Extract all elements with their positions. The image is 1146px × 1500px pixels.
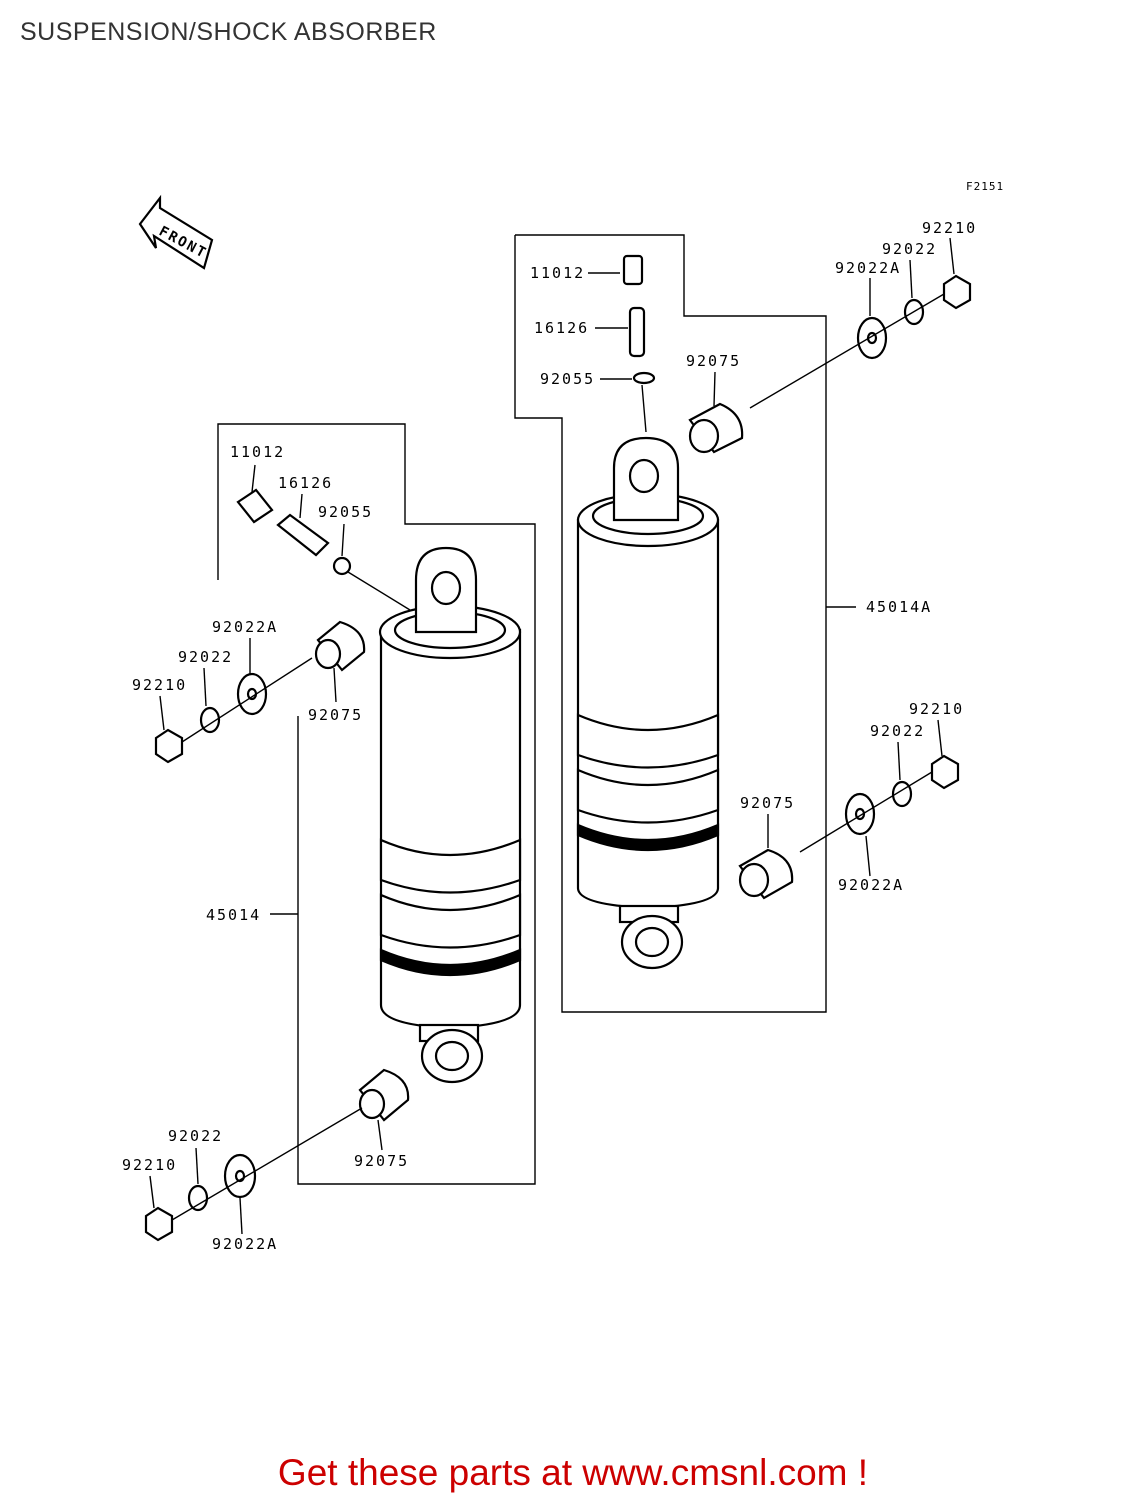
label-nut-left-upper: 92210 bbox=[132, 676, 187, 694]
label-washer-left-lower: 92022 bbox=[168, 1127, 223, 1145]
nut-right-lower[interactable] bbox=[930, 754, 960, 790]
nut-left-lower[interactable] bbox=[144, 1206, 174, 1242]
label-o-ring-left: 92055 bbox=[318, 503, 373, 521]
label-o-ring-right: 92055 bbox=[540, 370, 595, 388]
nut-left-upper[interactable] bbox=[154, 728, 184, 764]
washer-a-left-upper[interactable] bbox=[236, 672, 268, 716]
label-valve-cap-right: 11012 bbox=[530, 264, 585, 282]
washer-a-right-lower[interactable] bbox=[844, 792, 876, 836]
label-collar-right-upper: 92075 bbox=[686, 352, 741, 370]
bracket-left bbox=[217, 423, 536, 1185]
page-title: SUSPENSION/SHOCK ABSORBER bbox=[20, 18, 437, 46]
shock-absorber-right[interactable] bbox=[576, 436, 720, 970]
label-nut-right-upper: 92210 bbox=[922, 219, 977, 237]
valve-left[interactable] bbox=[276, 513, 330, 557]
figure-code: F2151 bbox=[966, 180, 1004, 193]
collar-left-lower[interactable] bbox=[358, 1068, 410, 1122]
nut-right-upper[interactable] bbox=[942, 274, 972, 310]
label-shock-left: 45014 bbox=[206, 906, 261, 924]
label-collar-left-upper: 92075 bbox=[308, 706, 363, 724]
label-washer-a-left-lower: 92022A bbox=[212, 1235, 278, 1253]
label-washer-a-right-upper: 92022A bbox=[835, 259, 901, 277]
valve-cap-right[interactable] bbox=[622, 254, 644, 286]
o-ring-left[interactable] bbox=[332, 556, 411, 611]
bracket-right bbox=[514, 234, 856, 1013]
washer-a-left-lower[interactable] bbox=[223, 1153, 257, 1199]
label-nut-left-lower: 92210 bbox=[122, 1156, 177, 1174]
shock-absorber-left[interactable] bbox=[378, 546, 522, 1084]
washer-left-lower[interactable] bbox=[187, 1184, 209, 1212]
label-washer-right-upper: 92022 bbox=[882, 240, 937, 258]
label-valve-cap-left: 11012 bbox=[230, 443, 285, 461]
leader-lines bbox=[149, 237, 955, 1235]
collar-right-upper[interactable] bbox=[688, 402, 744, 454]
parts-callout-link[interactable]: Get these parts at www.cmsnl.com ! bbox=[277, 1452, 869, 1493]
collar-left-upper[interactable] bbox=[314, 620, 366, 672]
washer-a-right-upper[interactable] bbox=[856, 316, 888, 360]
label-nut-right-lower: 92210 bbox=[909, 700, 964, 718]
label-washer-a-left-upper: 92022A bbox=[212, 618, 278, 636]
label-shock-right: 45014A bbox=[866, 598, 932, 616]
label-collar-left-lower: 92075 bbox=[354, 1152, 409, 1170]
label-washer-a-right-lower: 92022A bbox=[838, 876, 904, 894]
label-valve-right: 16126 bbox=[534, 319, 589, 337]
valve-right[interactable] bbox=[628, 306, 646, 358]
label-collar-right-lower: 92075 bbox=[740, 794, 795, 812]
part-labels: 11012 16126 92055 92022A 92022 92210 920… bbox=[122, 219, 977, 1253]
o-ring-right[interactable] bbox=[632, 371, 656, 433]
label-washer-right-lower: 92022 bbox=[870, 722, 925, 740]
front-arrow-icon: FRONT bbox=[138, 194, 214, 270]
label-washer-left-upper: 92022 bbox=[178, 648, 233, 666]
valve-cap-left[interactable] bbox=[236, 488, 274, 524]
label-valve-left: 16126 bbox=[278, 474, 333, 492]
collar-right-lower[interactable] bbox=[738, 848, 794, 900]
